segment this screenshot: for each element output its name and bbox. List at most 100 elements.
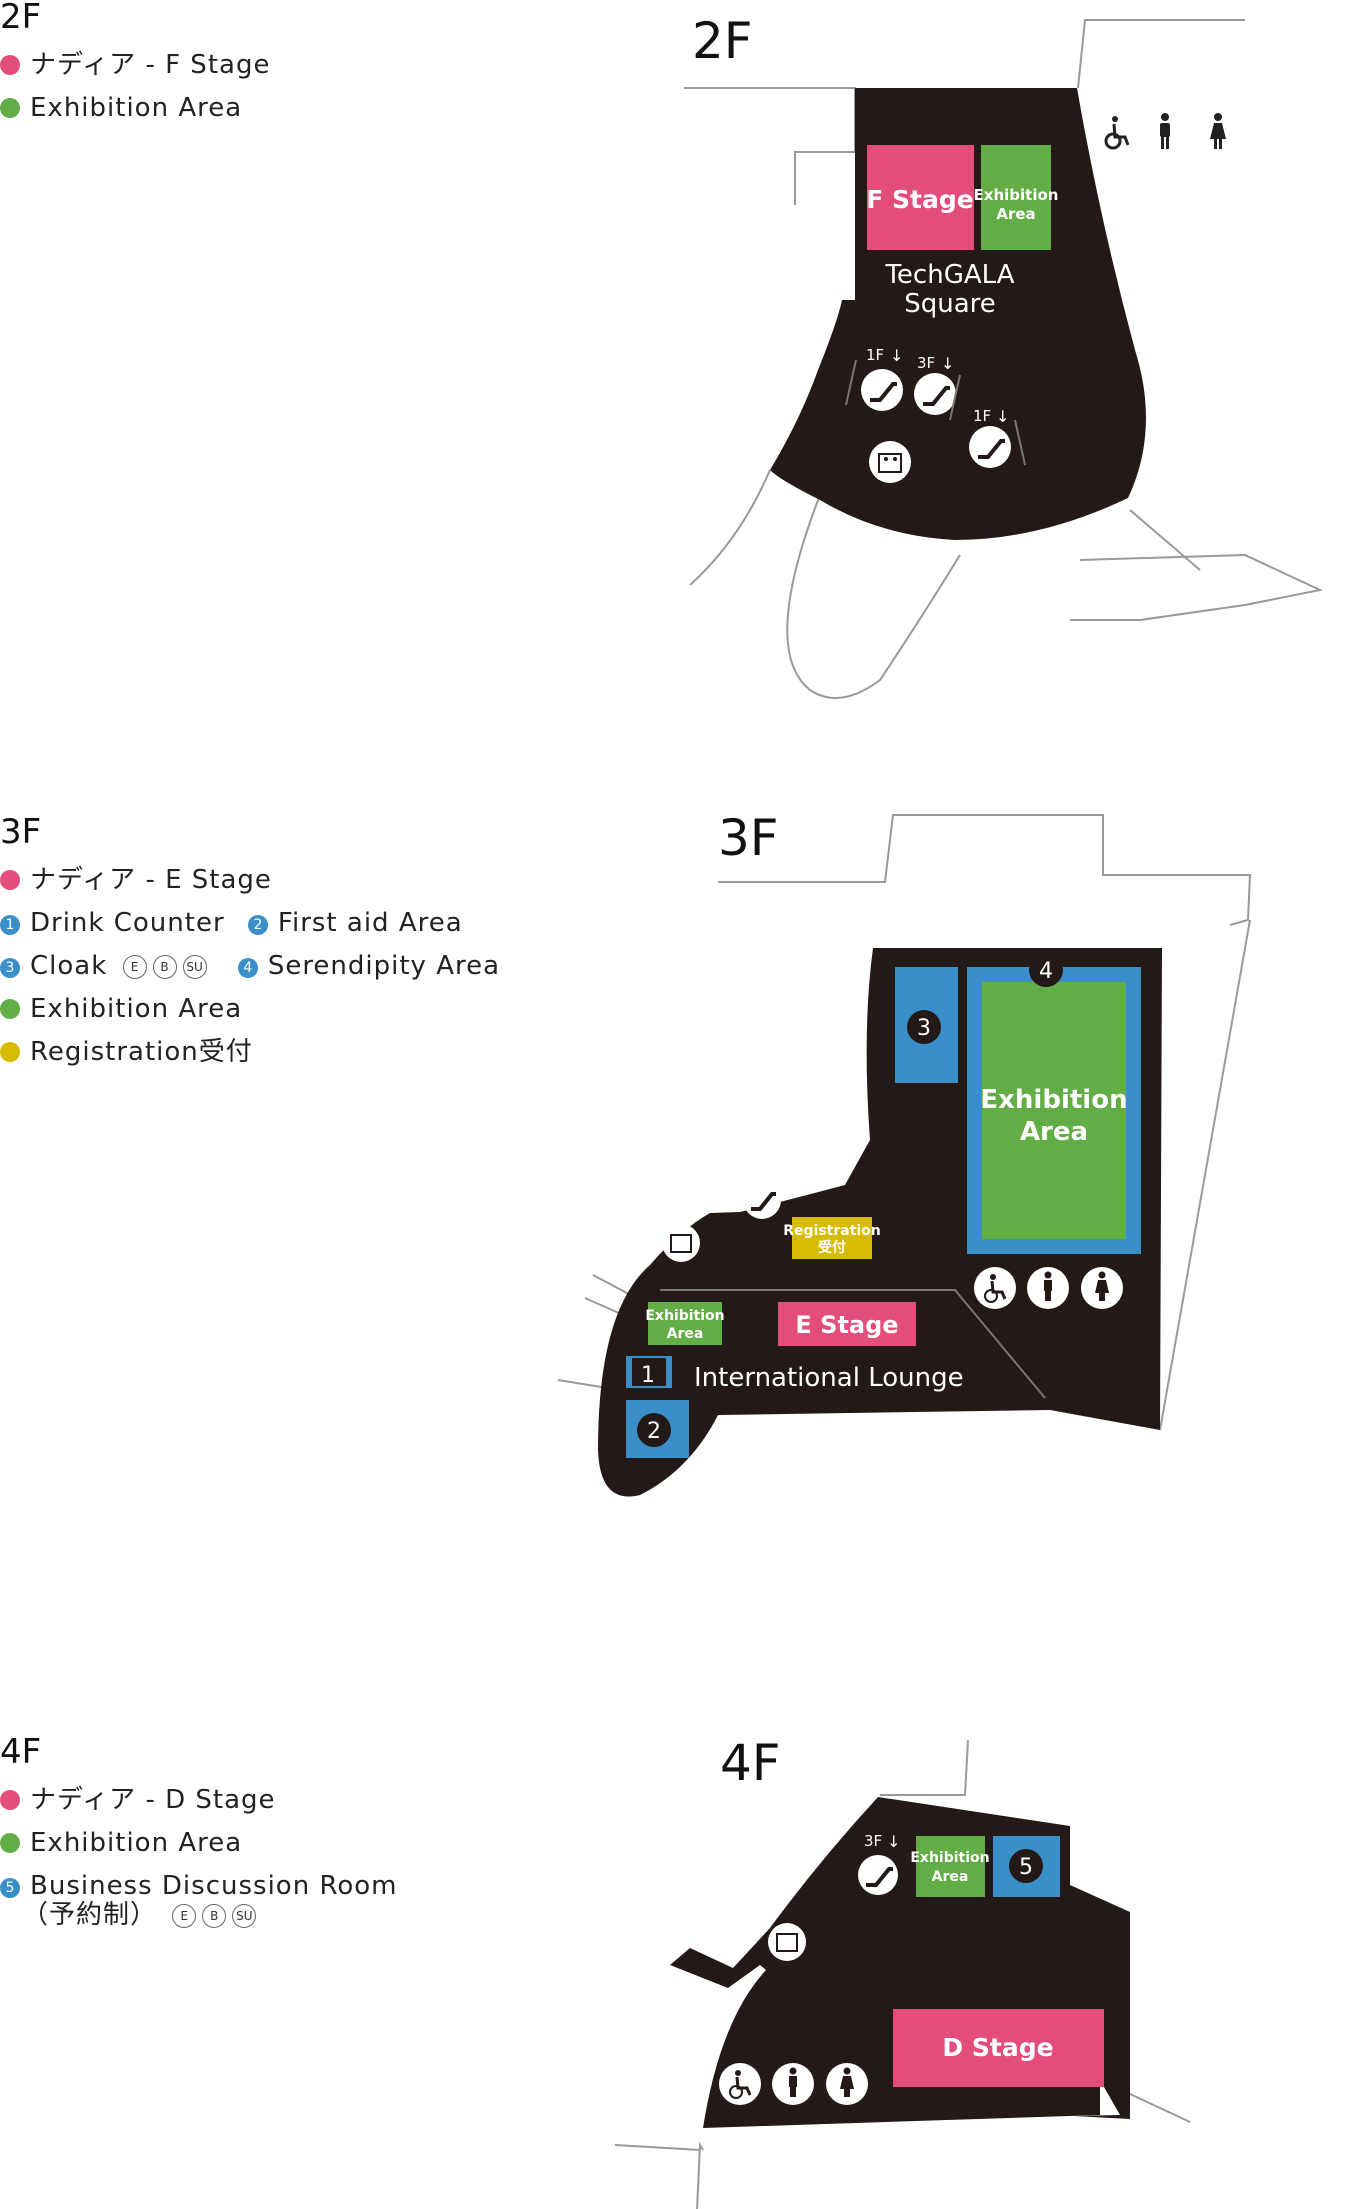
legend-item-stage: ナディア - D Stage bbox=[0, 1787, 276, 1813]
legend-label: Business Discussion Room bbox=[30, 1871, 398, 1901]
escalator-icon[interactable] bbox=[743, 1181, 781, 1219]
d-stage-label: D Stage bbox=[942, 2033, 1053, 2062]
exhibition-area-small-block[interactable] bbox=[648, 1302, 722, 1345]
elevator-icon[interactable] bbox=[662, 1224, 700, 1262]
elevator-icon[interactable] bbox=[869, 441, 911, 483]
map-title: 2F bbox=[692, 12, 753, 70]
legend-title: 4F bbox=[0, 1732, 42, 1772]
lounge-label: International Lounge bbox=[694, 1363, 964, 1393]
floor-map-4f: 4F Exhibition Area 5 D Stage 3F ↓ bbox=[614, 1734, 1191, 2209]
pink-dot-icon bbox=[0, 55, 20, 75]
escalator-floor-label: 1F bbox=[973, 407, 991, 425]
escalator-floor-label: 3F bbox=[917, 354, 935, 372]
wheelchair-icon bbox=[974, 1267, 1016, 1309]
f-stage-block[interactable] bbox=[867, 145, 974, 250]
legend-label: ナディア - E Stage bbox=[30, 865, 272, 895]
d-stage-block[interactable] bbox=[893, 2009, 1104, 2087]
escalator-icon[interactable] bbox=[858, 1855, 898, 1895]
legend-label: Serendipity Area bbox=[267, 951, 501, 981]
exhibition-area-label: Area bbox=[996, 205, 1035, 223]
legend-label: Registration受付 bbox=[30, 1037, 253, 1067]
building-outline bbox=[557, 814, 1252, 1431]
number-2-marker bbox=[637, 1413, 671, 1447]
pink-dot-icon bbox=[0, 1790, 20, 1810]
arrow-up-icon: ↑ bbox=[780, 1146, 793, 1165]
floor-map-3f: 3F 3 4 Exhibition Area 2F ↑ Registration… bbox=[557, 810, 1252, 1497]
badge-su: SU bbox=[182, 955, 207, 979]
legend-item-exhibition: Exhibition Area bbox=[0, 1830, 242, 1856]
escalator-icon[interactable] bbox=[914, 373, 956, 415]
legend-label: Exhibition Area bbox=[30, 93, 243, 123]
exhibition-area-block[interactable] bbox=[916, 1836, 985, 1897]
exhibition-area-label: Exhibition bbox=[645, 1308, 724, 1324]
exhibition-area-label: Area bbox=[932, 1869, 969, 1885]
escalator-floor-label: 3F bbox=[864, 1832, 882, 1850]
legend-item-stage: ナディア - E Stage bbox=[0, 867, 272, 893]
number-5-marker bbox=[1009, 1849, 1043, 1883]
escalator-icon[interactable] bbox=[861, 369, 903, 411]
badge-e: E bbox=[122, 955, 147, 979]
exhibition-area-label: Exhibition bbox=[910, 1850, 989, 1866]
number-3-label: 3 bbox=[917, 1016, 931, 1041]
floor-3f-section: 3F ナディア - E Stage 1 Drink Counter 2 First … bbox=[0, 810, 1363, 1590]
legend-item-exhibition: Exhibition Area bbox=[0, 95, 242, 121]
legend-label: First aid Area bbox=[277, 908, 463, 938]
legend-label: ナディア - D Stage bbox=[30, 1785, 276, 1815]
number-1-icon: 1 bbox=[0, 915, 20, 935]
number-3-icon: 3 bbox=[0, 958, 20, 978]
number-2-label: 2 bbox=[647, 1419, 661, 1444]
number-3-marker bbox=[907, 1010, 941, 1044]
arrow-down-icon: ↓ bbox=[890, 346, 903, 365]
wheelchair-icon bbox=[719, 2063, 761, 2105]
legend-label: Drink Counter bbox=[30, 908, 225, 938]
number-5-label: 5 bbox=[1019, 1855, 1033, 1880]
square-label: Square bbox=[904, 289, 996, 319]
number-5-icon: 5 bbox=[0, 1878, 20, 1898]
registration-label: Registration bbox=[783, 1223, 881, 1239]
male-toilet-icon bbox=[1160, 113, 1170, 149]
floor-2f-section: 2F ナディア - F Stage Exhibition Area 2F F S… bbox=[0, 0, 1363, 760]
legend-label: ナディア - F Stage bbox=[30, 50, 271, 80]
registration-block[interactable] bbox=[792, 1217, 872, 1259]
badge-b: B bbox=[152, 955, 177, 979]
exhibition-area-label: Exhibition bbox=[980, 1085, 1127, 1115]
pink-dot-icon bbox=[0, 870, 20, 890]
green-dot-icon bbox=[0, 1833, 20, 1853]
legend-item-drink-first-aid: 1 Drink Counter 2 First aid Area bbox=[0, 910, 463, 936]
floor-map-2f: 2F F Stage Exhibition Area TechGALA Squa… bbox=[684, 12, 1324, 699]
legend-title: 2F bbox=[0, 0, 42, 37]
number-4-marker bbox=[1029, 953, 1063, 987]
escalator-lines bbox=[845, 359, 1026, 466]
exhibition-area-label: Area bbox=[667, 1326, 704, 1342]
e-stage-label: E Stage bbox=[795, 1311, 898, 1339]
legend-title: 3F bbox=[0, 812, 42, 852]
legend-label: Exhibition Area bbox=[30, 994, 243, 1024]
exhibition-area-block[interactable] bbox=[981, 145, 1051, 250]
number-1-label: 1 bbox=[641, 1363, 655, 1388]
e-stage-block[interactable] bbox=[778, 1302, 916, 1346]
map-title: 4F bbox=[720, 1734, 781, 1792]
square-label: TechGALA bbox=[884, 260, 1014, 290]
map-title: 3F bbox=[718, 810, 779, 867]
exhibition-area-block[interactable] bbox=[982, 982, 1126, 1239]
legend-item-stage: ナディア - F Stage bbox=[0, 52, 270, 78]
female-toilet-icon bbox=[1210, 113, 1226, 149]
green-dot-icon bbox=[0, 999, 20, 1019]
escalator-floor-label: 1F bbox=[866, 346, 884, 364]
arrow-down-icon: ↓ bbox=[941, 354, 954, 373]
badge-su: SU bbox=[232, 1904, 257, 1928]
badge-e: E bbox=[172, 1904, 197, 1928]
number-2-icon: 2 bbox=[247, 915, 268, 935]
elevator-icon[interactable] bbox=[768, 1923, 806, 1961]
legend-sub-label: （予約制） bbox=[22, 1900, 158, 1930]
green-dot-icon bbox=[0, 98, 20, 118]
arrow-down-icon: ↓ bbox=[996, 407, 1009, 426]
escalator-icon[interactable] bbox=[969, 426, 1011, 468]
exhibition-area-label: Area bbox=[1020, 1117, 1088, 1147]
lounge-divider bbox=[660, 1289, 1046, 1399]
number-4-label: 4 bbox=[1039, 959, 1053, 984]
arrow-down-icon: ↓ bbox=[887, 1832, 900, 1851]
